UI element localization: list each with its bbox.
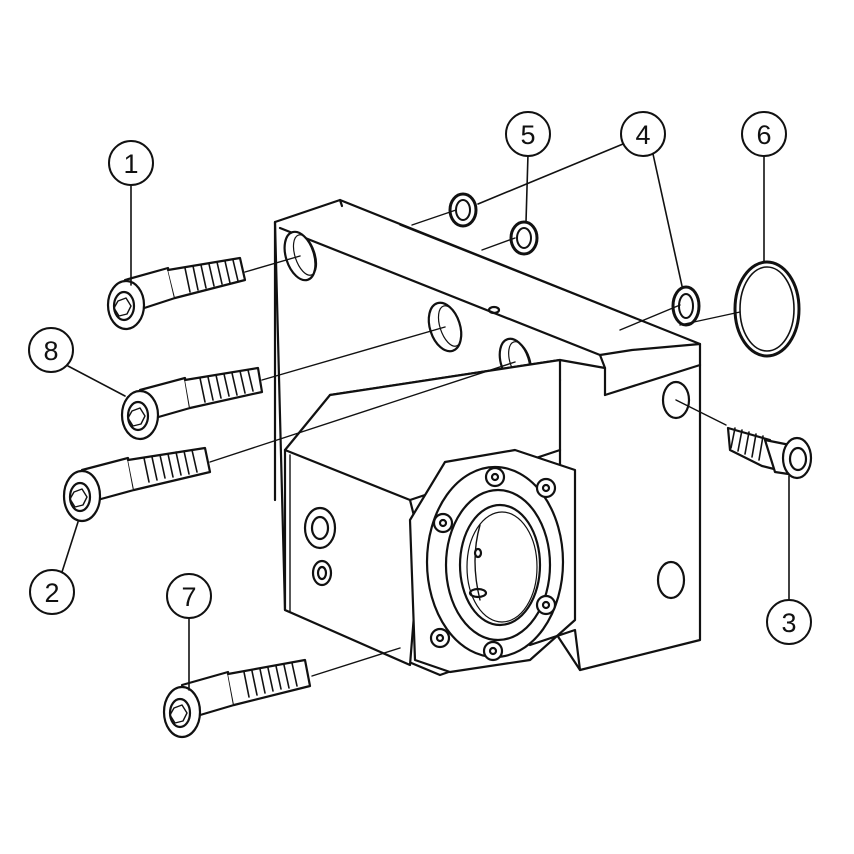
screw-2 xyxy=(62,446,212,523)
callout-6: 6 xyxy=(741,111,787,157)
bearing-flange xyxy=(408,448,582,674)
callout-1: 1 xyxy=(108,140,154,186)
leader-lines xyxy=(61,143,790,691)
callout-5: 5 xyxy=(505,111,551,157)
callout-2-label: 2 xyxy=(44,578,59,608)
o-ring-4b xyxy=(671,285,701,327)
o-ring-4a xyxy=(448,192,478,228)
callout-1-label: 1 xyxy=(123,149,138,179)
o-ring-6 xyxy=(733,260,801,358)
callout-3: 3 xyxy=(766,599,812,645)
flange-bolt-holes xyxy=(429,466,557,662)
callout-8: 8 xyxy=(28,327,74,373)
callout-7-label: 7 xyxy=(181,582,196,612)
callout-6-label: 6 xyxy=(756,120,771,150)
assembly-axis-lines xyxy=(209,209,741,677)
callout-4: 4 xyxy=(620,111,666,157)
o-ring-5 xyxy=(509,220,539,256)
screw-7 xyxy=(162,658,312,739)
screw-8 xyxy=(120,366,264,441)
callout-3-label: 3 xyxy=(781,608,796,638)
screw-1 xyxy=(106,256,247,331)
callout-8-label: 8 xyxy=(43,336,58,366)
callout-5-label: 5 xyxy=(520,120,535,150)
callout-4-label: 4 xyxy=(635,120,650,150)
callout-7: 7 xyxy=(166,573,212,619)
screw-3 xyxy=(726,426,813,480)
callout-2: 2 xyxy=(29,569,75,615)
